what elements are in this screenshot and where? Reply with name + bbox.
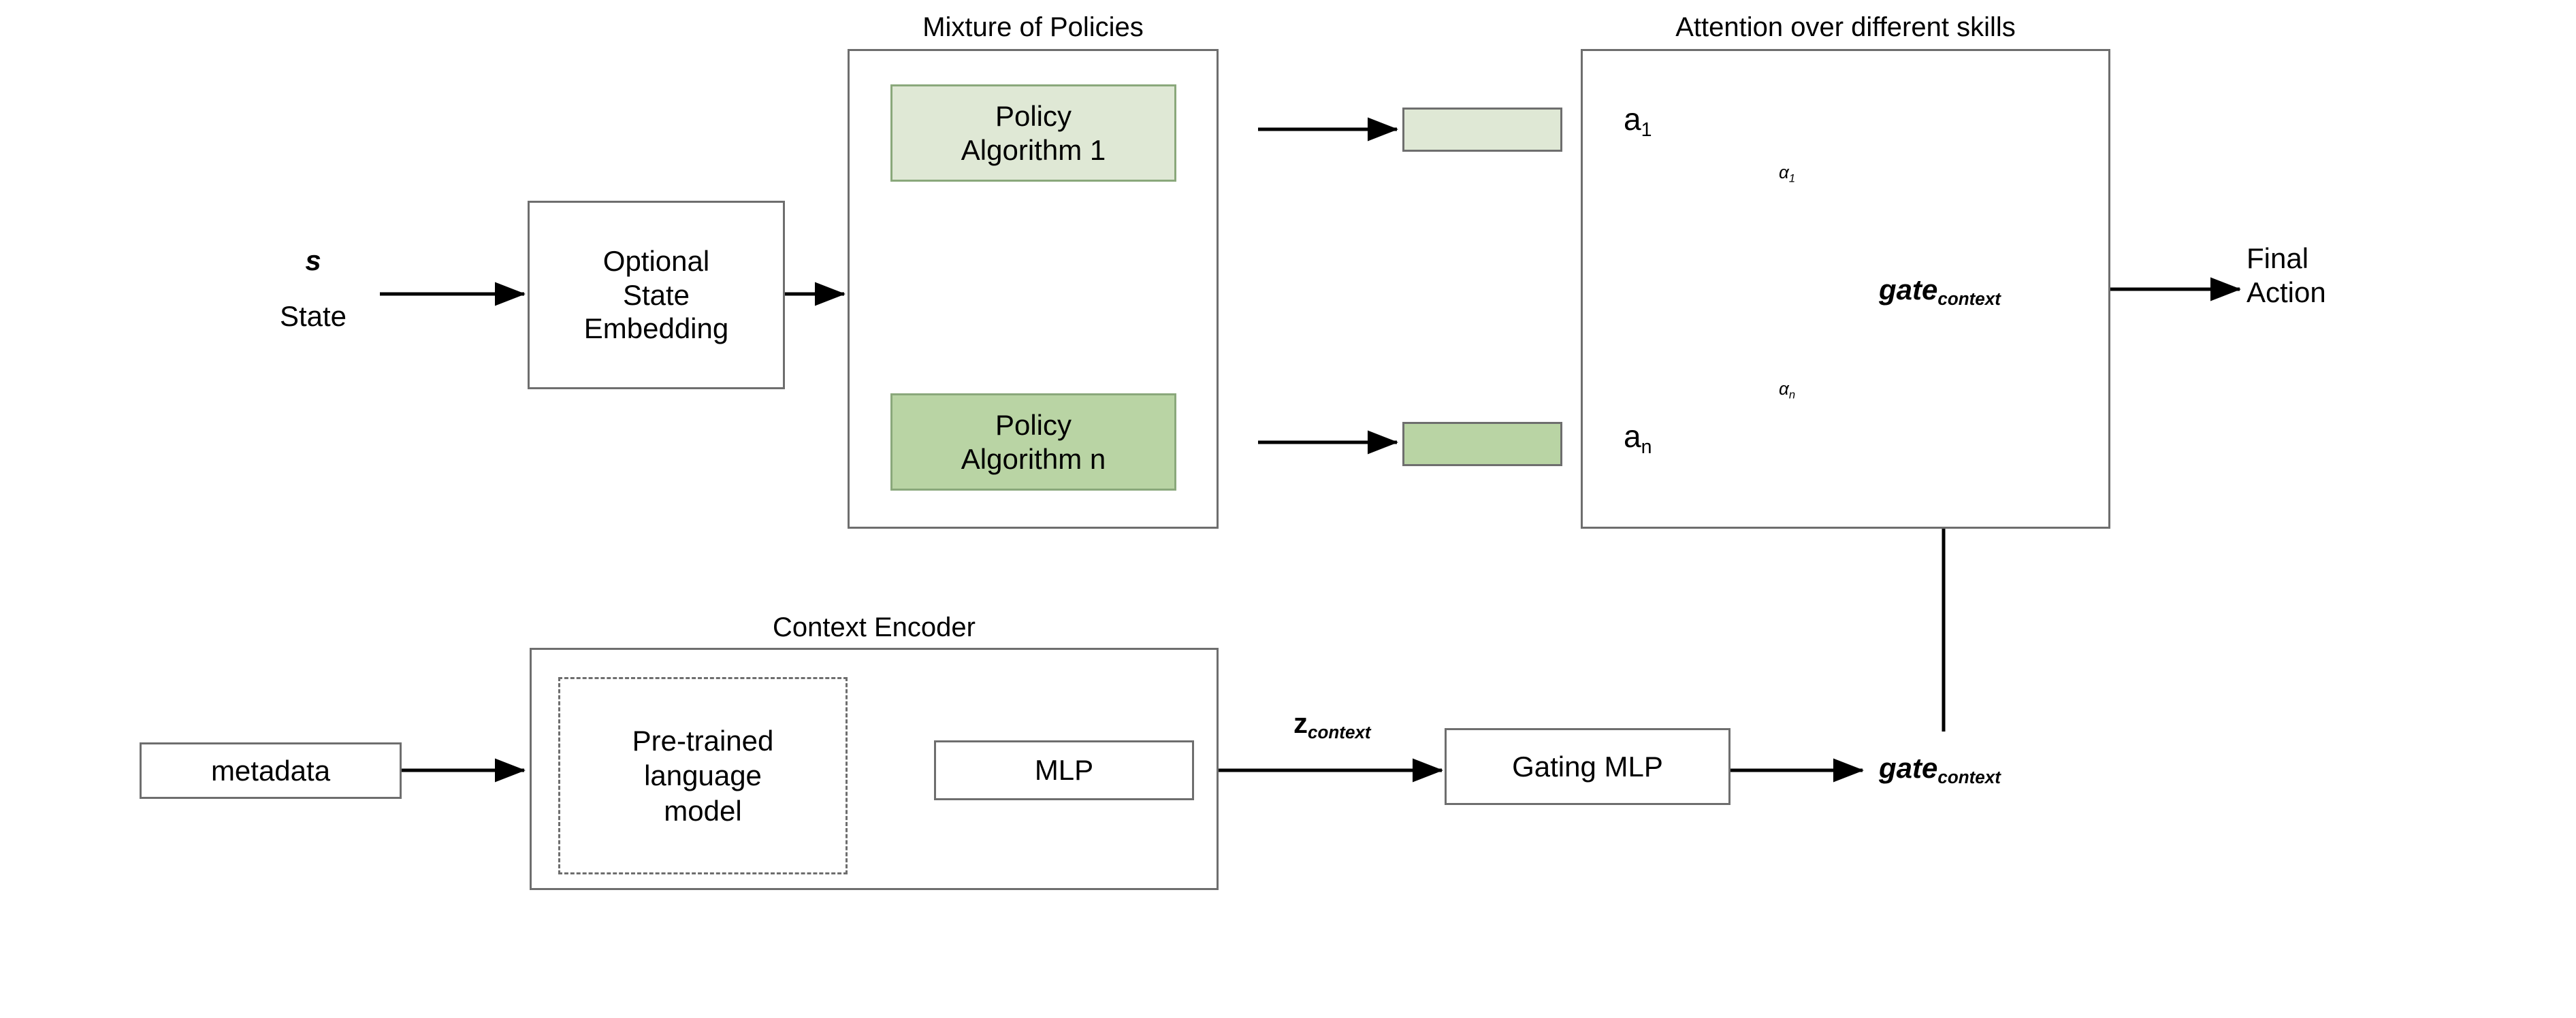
metadata-box[interactable]: metadata: [140, 742, 402, 799]
attention-gate-sub: context: [1937, 288, 2001, 309]
plm-line2: language: [644, 759, 762, 792]
alpha-1-base: α: [1779, 162, 1789, 182]
mlp-box[interactable]: MLP: [934, 740, 1194, 800]
final-action-line1: Final: [2247, 242, 2309, 274]
policy-n-line1: Policy: [995, 408, 1072, 441]
plm-line1: Pre-trained: [632, 725, 774, 757]
policy-1-line2: Algorithm 1: [961, 133, 1106, 166]
gating-mlp-box[interactable]: Gating MLP: [1445, 728, 1730, 805]
state-embedding-line1: Optional: [602, 245, 710, 278]
attention-node-a1-sub: 1: [1641, 119, 1652, 142]
state-embedding-line2: State: [622, 278, 690, 311]
z-context-base: z: [1293, 707, 1308, 739]
action-bar-policy-n: [1402, 422, 1562, 466]
z-context-label: zcontext: [1293, 709, 1371, 741]
gating-mlp-label: Gating MLP: [1512, 750, 1663, 783]
attention-weight-alpha-n: αn: [1779, 380, 1795, 401]
gate-output-base: gate: [1879, 752, 1938, 784]
attention-gate-base: gate: [1879, 274, 1938, 306]
policy-algorithm-1-box[interactable]: Policy Algorithm 1: [890, 84, 1176, 182]
final-action-label: Final Action: [2247, 242, 2451, 310]
gate-output-sub: context: [1937, 766, 2001, 787]
metadata-label: metadata: [210, 754, 331, 787]
attention-node-a1: a1: [1624, 103, 1652, 140]
policy-1-line1: Policy: [995, 99, 1072, 132]
z-context-sub: context: [1308, 721, 1371, 742]
action-bar-policy-1: [1402, 108, 1562, 152]
alpha-1-sub: 1: [1788, 171, 1796, 185]
final-action-line2: Action: [2247, 276, 2326, 309]
attention-gate-context-label: gatecontext: [1879, 276, 2001, 308]
policy-algorithm-n-box[interactable]: Policy Algorithm n: [890, 393, 1176, 491]
attention-node-an-sub: n: [1641, 436, 1652, 459]
alpha-n-sub: n: [1788, 388, 1796, 401]
optional-state-embedding-box[interactable]: Optional State Embedding: [528, 201, 785, 389]
policy-n-line2: Algorithm n: [961, 442, 1106, 475]
attention-node-an-base: a: [1624, 418, 1641, 454]
plm-line3: model: [664, 794, 742, 827]
mlp-label: MLP: [1034, 754, 1094, 787]
context-encoder-caption: Context Encoder: [773, 612, 976, 642]
state-word-label: State: [279, 300, 347, 332]
attention-node-an: an: [1624, 421, 1652, 457]
attention-node-a1-base: a: [1624, 101, 1641, 137]
mixture-of-policies-caption: Mixture of Policies: [922, 12, 1144, 42]
attention-over-skills-caption: Attention over different skills: [1675, 12, 2016, 42]
alpha-n-base: α: [1779, 378, 1789, 399]
attention-weight-alpha-1: α1: [1779, 163, 1795, 184]
state-embedding-line3: Embedding: [583, 312, 729, 345]
pretrained-language-model-box[interactable]: Pre-trained language model: [558, 677, 848, 874]
attention-container: [1581, 49, 2110, 529]
state-symbol-label: s: [305, 244, 321, 276]
gate-context-output-label: gatecontext: [1879, 754, 2001, 786]
